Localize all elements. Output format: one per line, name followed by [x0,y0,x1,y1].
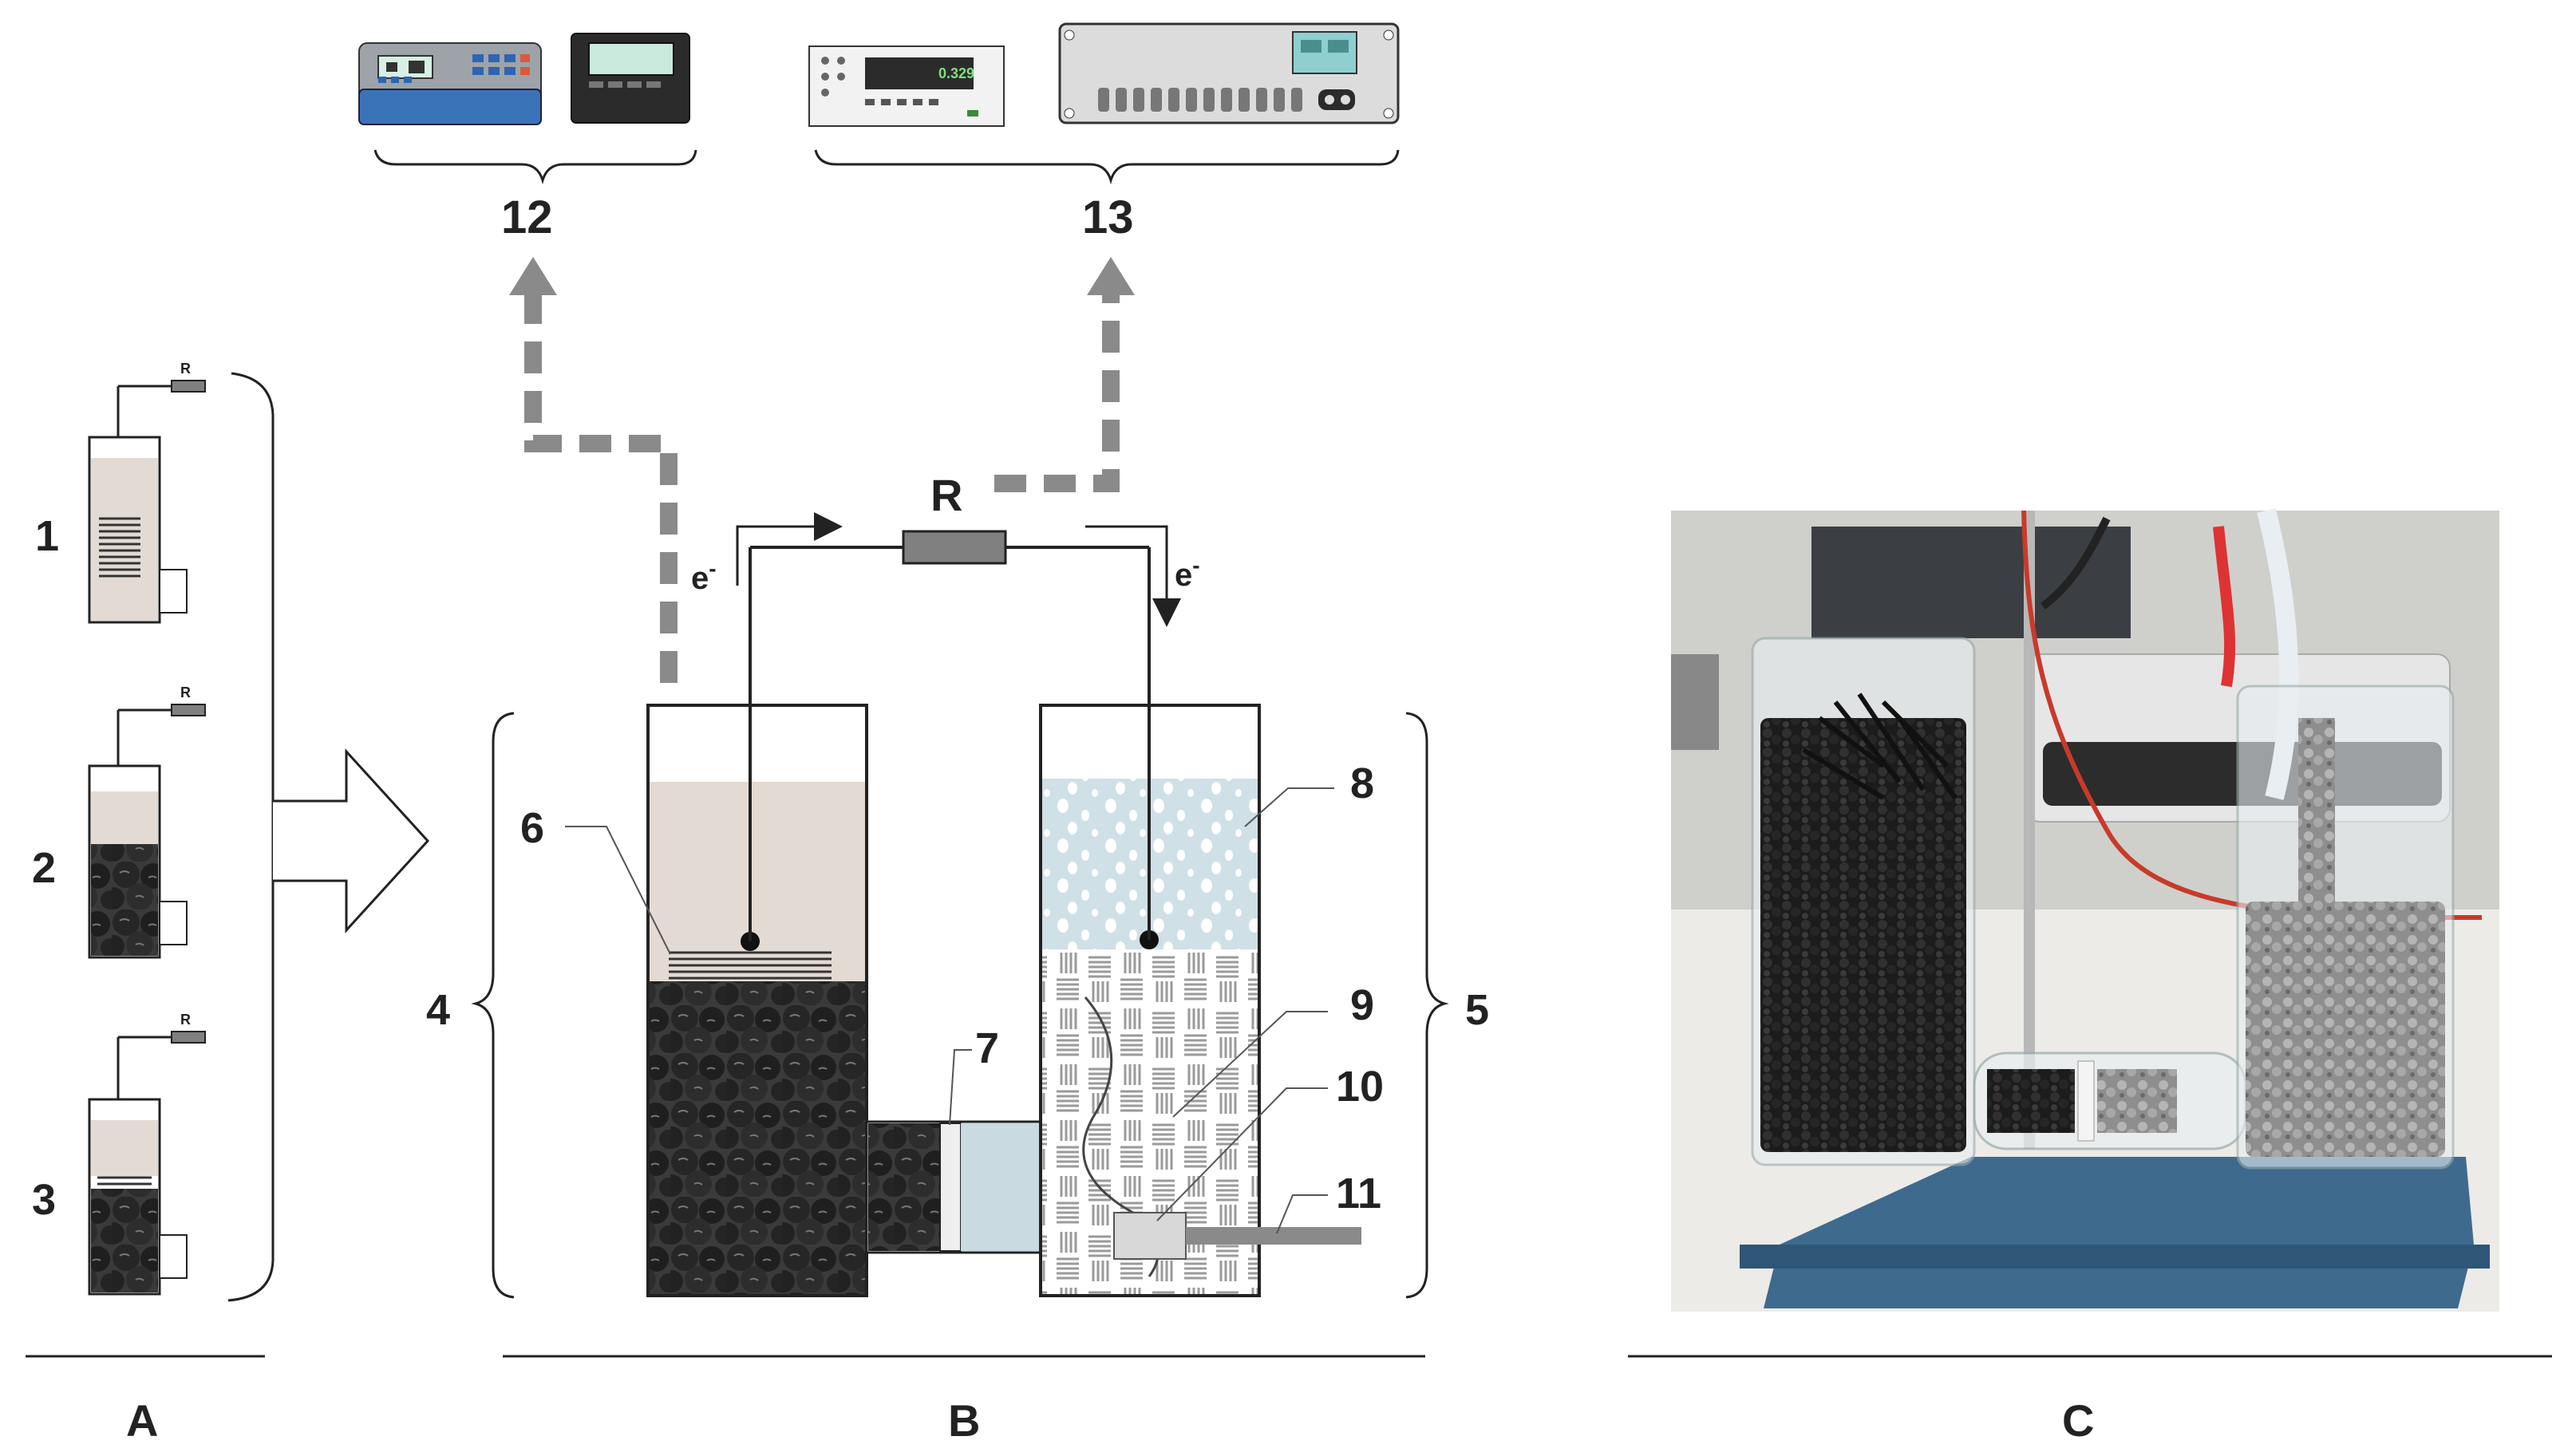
data-arrow-to-13 [994,257,1135,492]
small-resistor-label-3: R [180,1012,191,1028]
cell-variant-1: R 1 [35,361,206,624]
cathode-compartment [1039,704,1361,1297]
electrode-stack-1 [99,517,140,578]
label-11: 11 [1336,1170,1381,1217]
small-resistor-label-2: R [180,685,191,700]
brace-12 [373,149,697,185]
photo [1671,508,2499,1312]
label-2: 2 [32,844,56,892]
anode-compartment [646,704,868,1297]
small-resistor-3 [171,1031,206,1044]
cell-variant-2: R 2 [32,685,206,959]
label-3: 3 [32,1176,56,1224]
label-13: 13 [1082,191,1134,243]
label-1: 1 [35,512,59,560]
label-5: 5 [1465,986,1489,1034]
hollow-arrow [273,748,430,933]
electron-label-right: e- [1175,553,1200,593]
reference-electrode-tip [1113,1212,1187,1260]
panel-label-a: A [126,1395,158,1446]
label-10: 10 [1336,1063,1384,1111]
resistor-label: R [930,470,962,520]
data-arrow-to-12 [509,257,678,683]
photo-stand-rod [2024,511,2035,1149]
brace-5 [1405,712,1449,1299]
anode-granules [650,981,865,1294]
potentiostat-devices-12: 12 [358,33,697,243]
resistor [902,530,1007,565]
reference-electrode-rod [1186,1227,1361,1245]
panel-b: 12 0.329 [358,22,1489,1446]
membrane-bridge [865,1120,1042,1254]
multimeter-readout: 0.329 [938,65,974,81]
anode-current-collector [669,951,832,980]
photo-carbon-brush [1802,692,1958,800]
potentiostat-blue [358,42,542,125]
label-6: 6 [520,804,544,852]
potentiostat-rack [1058,22,1400,124]
cell-variant-3: R 3 [32,1012,206,1296]
leader-lines [565,787,1334,1234]
electron-label-left: e- [691,556,717,596]
label-12: 12 [501,191,553,243]
brace-13 [814,149,1400,185]
panel-label-b: B [948,1395,980,1446]
small-resistor-label-1: R [180,361,191,377]
membrane [939,1123,962,1252]
granules-3 [91,1189,158,1292]
bracket-a [227,372,275,1302]
external-circuit: R e- e- [691,470,1200,941]
multimeter: 0.329 [808,45,1005,127]
label-7: 7 [975,1024,999,1072]
photo-stand-base [1764,1157,2474,1308]
granules-2 [91,844,158,956]
small-resistor-2 [171,704,206,716]
panel-a: R 1 R 2 [26,361,430,1446]
panel-c: C [1628,508,2552,1446]
electron-flow-arrow-right [1085,525,1181,627]
electron-flow-arrow-left [736,512,843,586]
label-9: 9 [1350,981,1374,1029]
photo-background-monitor [1811,527,2131,638]
small-resistor-1 [171,380,206,393]
datalogger-dark [571,33,690,124]
multimeter-devices-13: 0.329 13 [808,22,1400,243]
label-4: 4 [426,986,450,1034]
brace-4 [471,712,515,1299]
panel-label-c: C [2062,1395,2094,1446]
label-8: 8 [1350,760,1374,807]
